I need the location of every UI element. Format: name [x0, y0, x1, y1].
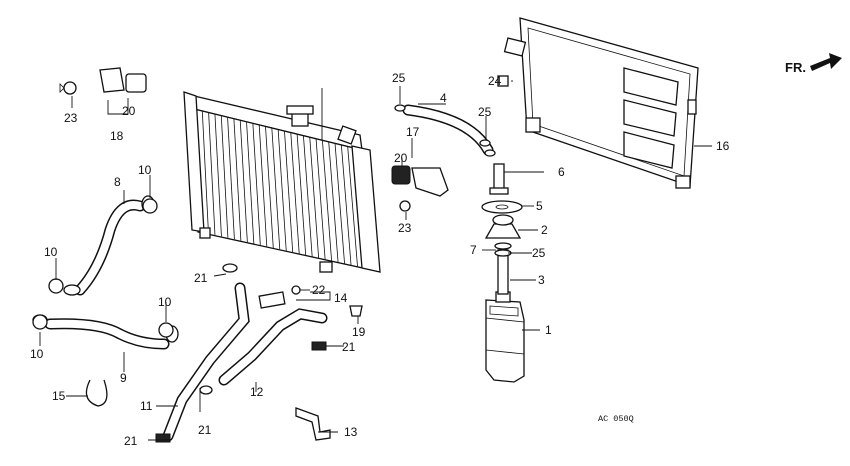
radiator-fin — [296, 134, 307, 256]
callout-25-a: 25 — [392, 71, 406, 85]
lower-radiator-hose — [32, 314, 179, 350]
front-direction-label: FR. — [785, 60, 806, 75]
radiator-fin — [340, 144, 352, 266]
thermo-switch — [258, 285, 301, 309]
reserve-cap — [484, 214, 522, 239]
callout-6: 6 — [558, 165, 565, 179]
callout-10-c: 10 — [158, 295, 172, 309]
radiator-fin — [290, 132, 300, 254]
callout-21-a: 21 — [194, 271, 208, 285]
heater-hose-12 — [218, 308, 328, 386]
hose-clamp-21-c — [199, 385, 213, 395]
overflow-hose — [394, 104, 496, 157]
bolt-24 — [497, 75, 509, 87]
callout-20-a: 20 — [122, 104, 136, 118]
callout-8: 8 — [114, 175, 121, 189]
callout-19: 19 — [352, 325, 366, 339]
radiator-fin — [309, 137, 320, 258]
callout-23-b: 23 — [398, 221, 412, 235]
radiator-fin — [233, 119, 242, 241]
callout-21-b: 21 — [342, 340, 356, 354]
callout-11: 11 — [140, 399, 153, 413]
leader-lines — [39, 80, 712, 441]
callout-25-c: 25 — [532, 246, 546, 260]
radiator-fin — [334, 143, 345, 264]
callout-5: 5 — [536, 199, 543, 213]
callout-14: 14 — [334, 291, 348, 305]
hose-stay-13 — [295, 407, 331, 441]
callout-13: 13 — [344, 425, 358, 439]
callout-17: 17 — [406, 125, 420, 139]
radiator-fin — [227, 117, 235, 240]
callout-4: 4 — [440, 91, 447, 105]
callout-7: 7 — [470, 243, 477, 257]
radiator-mount-bracket-right — [391, 165, 449, 212]
radiator-mount-bracket-left — [59, 67, 147, 95]
callout-22: 22 — [312, 283, 326, 297]
radiator — [183, 91, 381, 273]
radiator-fin — [315, 138, 326, 260]
callout-1: 1 — [545, 323, 552, 337]
callout-18: 18 — [110, 129, 124, 143]
reserve-tank — [485, 291, 525, 383]
radiator-fin — [265, 126, 274, 248]
callout-25-b: 25 — [478, 105, 492, 119]
radiator-fin — [328, 141, 339, 263]
radiator-fin — [220, 116, 229, 238]
callout-23-a: 23 — [64, 111, 78, 125]
hose-clamp-10-group — [32, 198, 174, 338]
radiator-fin — [208, 113, 216, 235]
hose-clamp-21-a — [222, 263, 238, 273]
callout-labels: 1 2 3 4 5 6 7 8 9 10 10 10 10 11 12 13 1… — [30, 71, 730, 448]
callout-16: 16 — [716, 139, 730, 153]
fan-shroud — [503, 17, 699, 189]
front-direction-indicator: FR. — [785, 53, 842, 75]
callout-21-c: 21 — [198, 423, 212, 437]
hose-clamps-reserve — [494, 242, 512, 257]
heater-hose-11 — [162, 282, 250, 442]
radiator-fin — [284, 131, 294, 253]
front-direction-arrow-icon — [810, 53, 842, 71]
hose-band-15 — [85, 379, 108, 407]
upper-radiator-hose — [63, 195, 155, 296]
radiator-fin — [201, 111, 209, 234]
washer — [481, 200, 523, 214]
drain-plug — [349, 305, 363, 317]
callout-3: 3 — [538, 273, 545, 287]
callout-10-b: 10 — [44, 245, 58, 259]
callout-9: 9 — [120, 371, 127, 385]
hose-clamp-21-d — [155, 433, 171, 443]
radiator-fin — [271, 128, 281, 250]
callout-2: 2 — [541, 223, 548, 237]
radiator-fin — [239, 120, 248, 243]
radiator-fin — [322, 140, 332, 261]
callout-20-b: 20 — [394, 151, 408, 165]
callout-24: 24 — [488, 74, 502, 88]
callout-21-d: 21 — [124, 434, 138, 448]
catalog-code: AC 050Q — [598, 414, 634, 424]
callout-10-d: 10 — [30, 347, 44, 361]
hose-clamp-21-b — [311, 341, 327, 351]
callout-10-a: 10 — [138, 163, 152, 177]
radiator-fin — [303, 135, 313, 257]
radiator-fin — [246, 122, 255, 244]
callout-12: 12 — [250, 385, 264, 399]
radiator-fin — [252, 123, 261, 245]
callout-15: 15 — [52, 389, 66, 403]
radiator-fin — [277, 129, 287, 251]
radiator-fin — [214, 114, 222, 237]
overflow-pipe — [489, 163, 509, 195]
radiator-fin — [258, 125, 268, 247]
radiator-fin — [347, 146, 358, 267]
